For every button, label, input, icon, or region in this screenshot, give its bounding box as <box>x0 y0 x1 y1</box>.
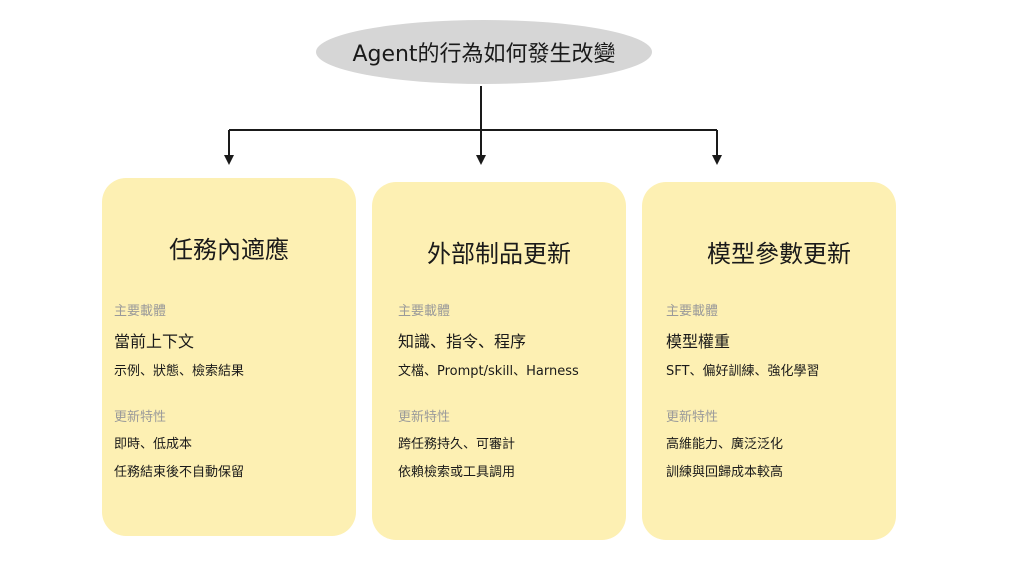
card-title: 外部制品更新 <box>427 240 571 268</box>
trait-2: 任務結束後不自動保留 <box>114 465 245 480</box>
traits-label: 更新特性 <box>666 410 719 425</box>
trait-1: 即時、低成本 <box>114 437 193 452</box>
carrier-detail: SFT、偏好訓練、強化學習 <box>666 364 820 379</box>
carrier-main: 當前上下文 <box>114 332 195 351</box>
carrier-label: 主要載體 <box>398 304 451 319</box>
trait-2: 依賴檢索或工具調用 <box>398 465 516 480</box>
root-label: Agent的行為如何發生改變 <box>352 42 616 67</box>
card-model-parameter-update: 模型參數更新 主要載體 模型權重 SFT、偏好訓練、強化學習 更新特性 高維能力… <box>642 182 896 540</box>
carrier-main: 模型權重 <box>666 332 731 351</box>
root-node: Agent的行為如何發生改變 <box>316 20 652 84</box>
card-in-task-adaptation: 任務內適應 主要載體 當前上下文 示例、狀態、檢索結果 更新特性 即時、低成本 … <box>102 178 356 536</box>
card-title: 任務內適應 <box>169 236 289 264</box>
carrier-main: 知識、指令、程序 <box>398 332 527 351</box>
traits-label: 更新特性 <box>398 410 451 425</box>
trait-2: 訓練與回歸成本較高 <box>666 465 784 480</box>
carrier-detail: 示例、狀態、檢索結果 <box>114 364 245 379</box>
carrier-label: 主要載體 <box>114 304 167 319</box>
carrier-label: 主要載體 <box>666 304 719 319</box>
carrier-detail: 文檔、Prompt/skill、Harness <box>398 364 579 379</box>
card-title: 模型參數更新 <box>707 240 851 268</box>
trait-1: 高維能力、廣泛泛化 <box>666 437 784 452</box>
trait-1: 跨任務持久、可審計 <box>398 437 516 452</box>
card-external-artifact-update: 外部制品更新 主要載體 知識、指令、程序 文檔、Prompt/skill、Har… <box>372 182 626 540</box>
traits-label: 更新特性 <box>114 410 167 425</box>
